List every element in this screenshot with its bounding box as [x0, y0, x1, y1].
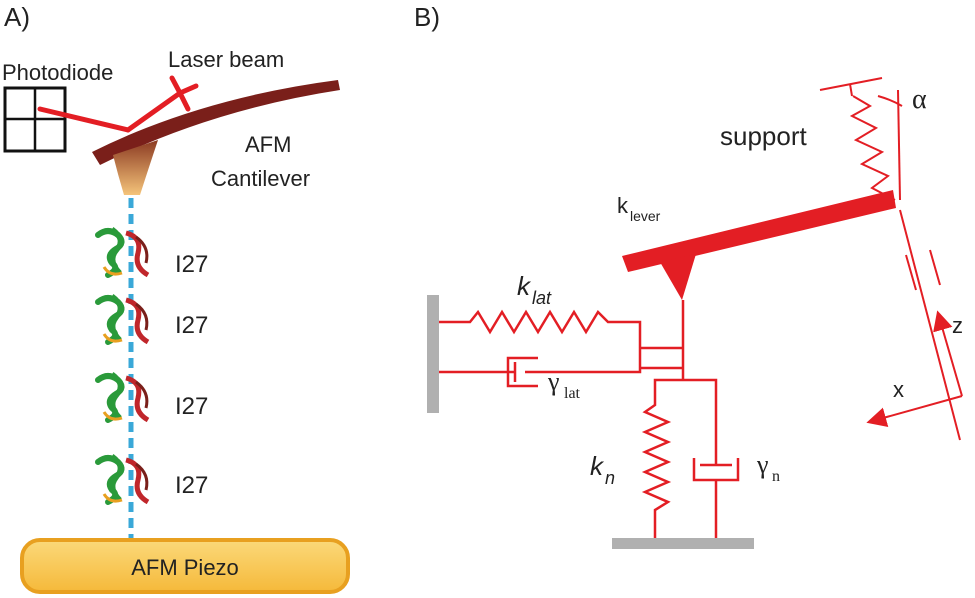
- panel-a: A) Photodiode Laser beam AFM Cantilever: [2, 2, 350, 594]
- k-n-sub: n: [605, 468, 615, 488]
- domain-label-4: I27: [175, 472, 208, 499]
- domain-label-1: I27: [175, 251, 208, 278]
- axis-z-label: z: [952, 313, 963, 338]
- afm-piezo: [20, 538, 350, 594]
- lever-beam: [622, 190, 896, 272]
- afm-cantilever: [92, 80, 340, 165]
- protein-domain-4: [95, 453, 150, 505]
- lever-tip: [660, 254, 696, 300]
- k-lever-sub: lever: [630, 208, 661, 224]
- panel-a-label: A): [4, 2, 30, 32]
- k-lat-main: k: [517, 271, 532, 301]
- lateral-spring: [439, 300, 685, 380]
- cantilever-label-line1: AFM: [245, 132, 291, 157]
- piezo-label: AFM Piezo: [131, 555, 239, 580]
- axis-x-label: x: [893, 377, 904, 402]
- laser-beam-label: Laser beam: [168, 47, 284, 72]
- panel-b: B) α support k lever z x: [414, 2, 963, 549]
- domain-label-2: I27: [175, 312, 208, 339]
- photodiode-icon: [3, 86, 67, 153]
- domain-label-3: I27: [175, 393, 208, 420]
- support-spring: [819, 77, 903, 201]
- k-n-main: k: [590, 451, 605, 481]
- lateral-dashpot: [439, 356, 642, 388]
- coordinate-axes: [866, 209, 963, 441]
- k-lat-sub: lat: [532, 288, 552, 308]
- normal-spring: [641, 378, 683, 540]
- gamma-lat-sub: lat: [564, 385, 581, 402]
- gamma-lat-main: γ: [547, 367, 560, 396]
- protein-domain-1: [95, 226, 150, 278]
- k-lever-main: k: [617, 193, 629, 218]
- normal-dashpot: [683, 378, 740, 540]
- protein-domain-3: [95, 371, 150, 423]
- ground-plate: [612, 538, 754, 549]
- gamma-n-main: γ: [756, 450, 769, 479]
- photodiode-label: Photodiode: [2, 60, 113, 85]
- laser-beam: [37, 75, 199, 133]
- cantilever-label-line2: Cantilever: [211, 166, 310, 191]
- support-label: support: [720, 121, 807, 151]
- gamma-n-sub: n: [772, 468, 780, 485]
- lateral-wall: [427, 295, 439, 413]
- panel-b-label: B): [414, 2, 440, 32]
- cantilever-tip: [113, 140, 158, 195]
- alpha-label: α: [912, 84, 927, 115]
- protein-domain-2: [95, 293, 150, 345]
